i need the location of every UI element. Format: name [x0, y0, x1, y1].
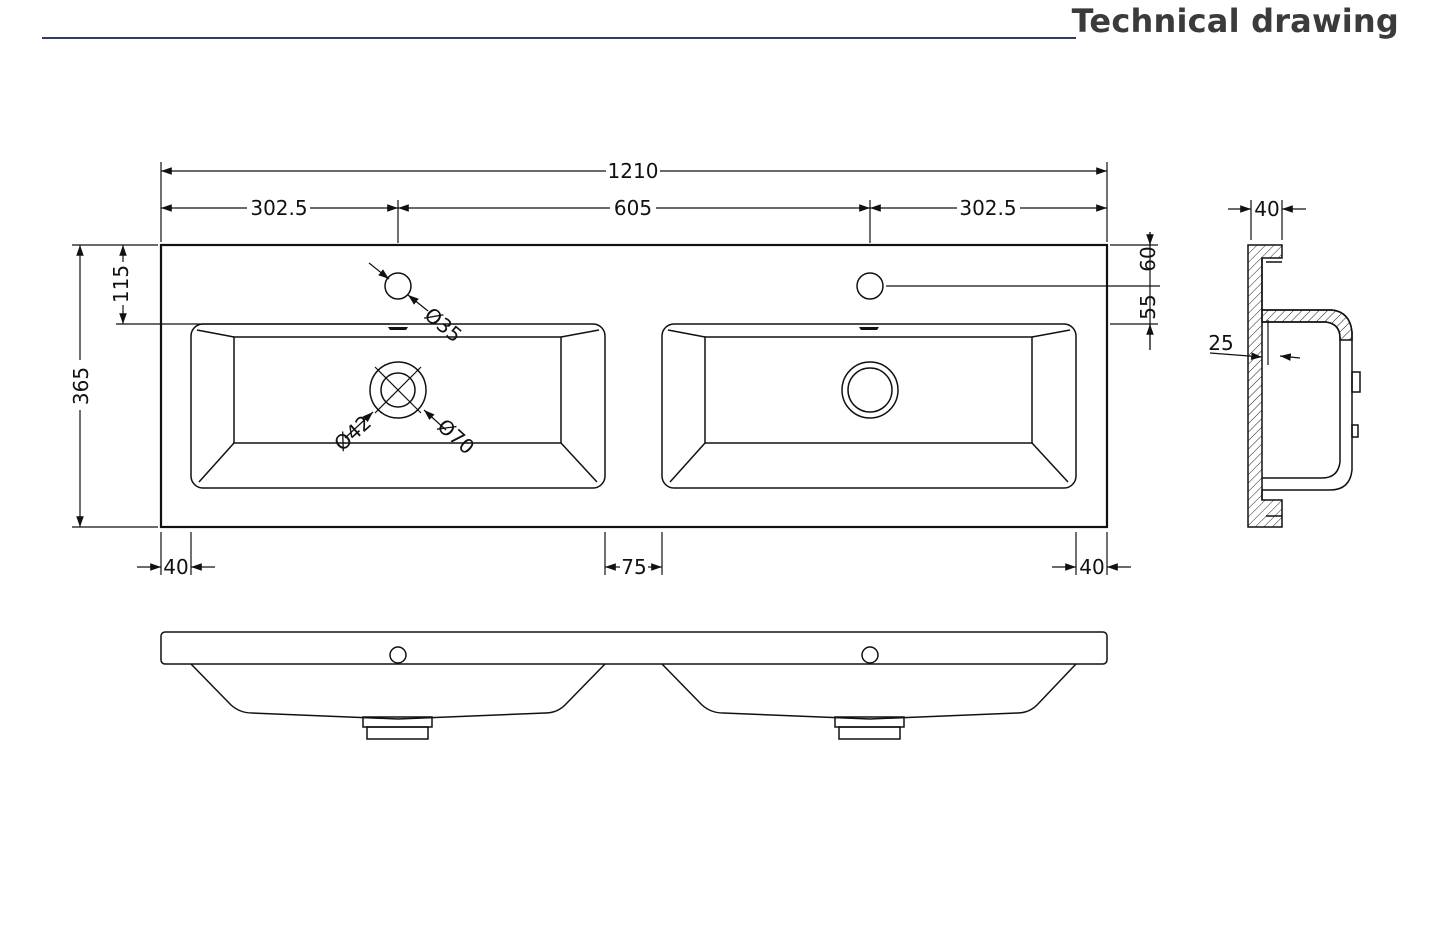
left-tap-hole	[384, 272, 412, 300]
countertop-outline	[159, 243, 1109, 529]
dim-waste-outer-dia: Ø70	[433, 414, 480, 459]
dim-waste-inner-dia: Ø42	[329, 410, 376, 455]
dim-bowl-gap: 75	[621, 555, 646, 579]
header-rule	[42, 37, 1076, 39]
dim-rim-thickness: 40	[1254, 197, 1279, 221]
dim-right	[886, 232, 1160, 350]
front-left-tap-hole	[389, 646, 407, 664]
dim-tap-to-basin-right: 55	[1136, 294, 1160, 319]
left-waste-outer	[369, 361, 427, 419]
dim-right-edge: 40	[1079, 555, 1104, 579]
right-waste-outer	[841, 361, 899, 419]
dim-tap-spacing: 605	[614, 196, 652, 220]
dim-wall-thickness: 25	[1208, 331, 1233, 355]
dim-top	[160, 162, 1108, 243]
dim-tap-offset-back: 60	[1136, 246, 1160, 271]
dim-bottom	[137, 532, 1131, 575]
left-overflow	[388, 327, 408, 330]
dim-left	[72, 244, 390, 528]
dim-left-margin: 302.5	[250, 196, 307, 220]
plan-view	[159, 243, 1109, 529]
page-title: Technical drawing	[1071, 2, 1399, 40]
dim-left-edge: 40	[163, 555, 188, 579]
dimension-labels: 1210 302.5 605 302.5 365 115 60 55 Ø35 Ø…	[69, 159, 1280, 579]
dim-right-margin: 302.5	[959, 196, 1016, 220]
front-right-tap-hole	[861, 646, 879, 664]
right-bowl	[661, 272, 1077, 489]
dim-overall-width: 1210	[608, 159, 659, 183]
front-elevation	[160, 631, 1108, 740]
dim-tap-hole-dia: Ø35	[420, 302, 467, 347]
dim-tap-to-basin: 115	[109, 265, 133, 303]
right-overflow	[859, 327, 879, 330]
left-waste-inner	[380, 372, 416, 408]
dim-diameters	[344, 262, 447, 439]
right-tap-hole	[856, 272, 884, 300]
side-section	[1209, 200, 1361, 528]
right-waste-inner	[847, 367, 893, 413]
left-bowl	[190, 272, 606, 489]
dim-overall-depth: 365	[69, 367, 93, 405]
